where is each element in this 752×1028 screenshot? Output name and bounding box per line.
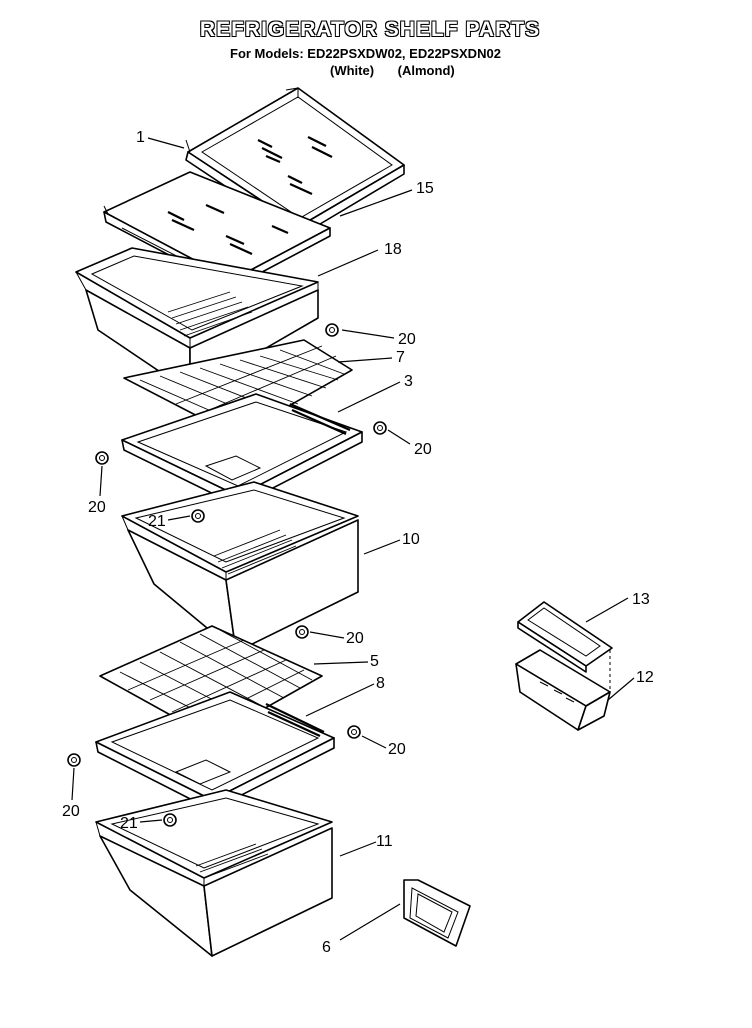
callout-20-f: 20 [62,803,80,820]
callout-labels: 1 15 18 20 7 3 20 20 21 10 13 20 5 12 8 … [62,129,654,956]
part-13-lid [517,601,613,673]
callout-20-d: 20 [346,630,364,647]
variants-line: (White) (Almond) [330,63,455,78]
callout-20-c: 20 [88,499,106,516]
callout-20-a: 20 [398,331,416,348]
callout-3: 3 [404,373,413,390]
callout-13: 13 [632,591,650,608]
callout-11: 11 [376,833,393,850]
variant-almond: (Almond) [397,63,455,78]
fastener-20-d [295,625,309,639]
part-10-crisper-drawer [121,481,359,653]
fastener-21-b [163,813,177,827]
variant-white: (White) [330,63,375,78]
fastener-20-a [325,323,339,337]
callout-10: 10 [402,531,420,548]
part-7-wire-shelf [123,339,353,437]
part-5-wire-shelf [99,625,323,739]
callout-5: 5 [370,653,379,670]
models-line: For Models: ED22PSXDW02, ED22PSXDN02 [230,46,501,61]
callout-20-e: 20 [388,741,406,758]
callout-21-a: 21 [148,513,166,530]
part-11-lower-crisper-drawer [95,789,333,957]
callout-12: 12 [636,669,654,686]
part-8-shelf-frame [95,691,335,811]
callout-1: 1 [136,129,145,146]
callout-7: 7 [396,349,405,366]
fastener-20-c [95,451,109,465]
fastener-21-a [191,509,205,523]
callout-6: 6 [322,939,331,956]
fastener-20-b [373,421,387,435]
fastener-20-f [67,753,81,767]
callout-8: 8 [376,675,385,692]
callout-18: 18 [384,241,402,258]
leader-lines [71,137,635,941]
callout-21-b: 21 [120,815,138,832]
part-6-frame [403,879,471,947]
fastener-20-e [347,725,361,739]
part-12-bin [515,649,611,731]
page-title: REFRIGERATOR SHELF PARTS [199,18,541,41]
callout-20-b: 20 [414,441,432,458]
callout-15: 15 [416,180,434,197]
